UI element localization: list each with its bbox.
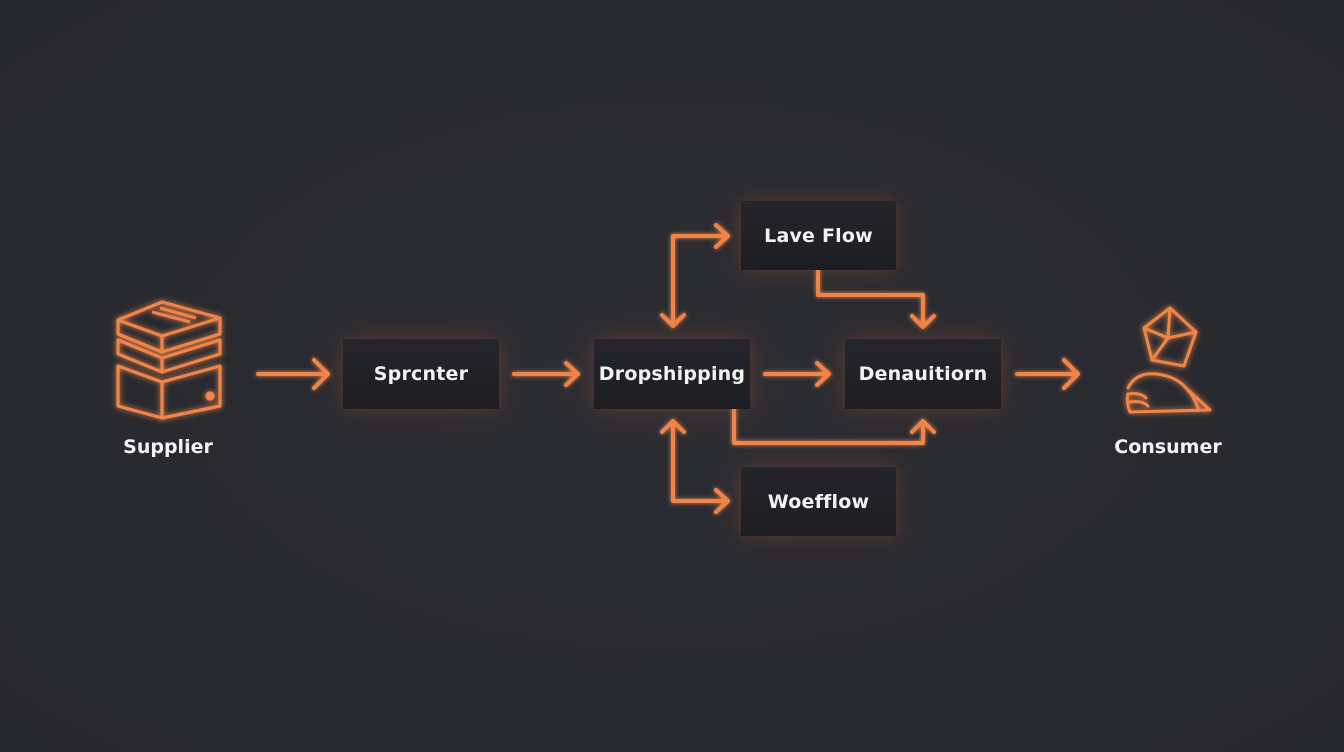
lave-flow-node: Lave Flow: [741, 201, 896, 270]
supplier-node: [100, 290, 240, 430]
sprcnter-label: Sprcnter: [373, 363, 469, 385]
supplier-label: Supplier: [123, 436, 213, 458]
lave-flow-label: Lave Flow: [764, 224, 873, 247]
arrow-dropshipping-to-denauitiorn: [763, 361, 831, 387]
consumer-label: Consumer: [1114, 436, 1222, 458]
woefflow-label: Woefflow: [767, 490, 870, 513]
stacked-boxes-icon: [116, 300, 222, 420]
arrow-lave-flow-to-denauitiorn: [816, 268, 936, 329]
arrow-dropshipping-to-woefflow: [660, 419, 730, 514]
denauitiorn-node: Denauitiorn: [845, 339, 1001, 409]
denauitiorn-label: Denauitiorn: [858, 363, 988, 385]
arrow-dropshipping-to-lave-flow: [660, 223, 730, 328]
consumer-node: [1110, 298, 1230, 423]
arrow-denauitiorn-to-consumer: [1015, 358, 1080, 390]
sprcnter-node: Sprcnter: [343, 339, 499, 409]
consumer-icon: [1125, 306, 1212, 414]
arrow-dropshipping-bottom-to-denauitiorn: [732, 406, 936, 445]
woefflow-node: Woefflow: [741, 467, 896, 536]
dropshipping-label: Dropshipping: [598, 363, 746, 385]
arrow-supplier-to-sprcnter: [256, 358, 330, 390]
arrow-sprcnter-to-dropshipping: [512, 361, 580, 387]
dropshipping-node: Dropshipping: [594, 339, 750, 409]
